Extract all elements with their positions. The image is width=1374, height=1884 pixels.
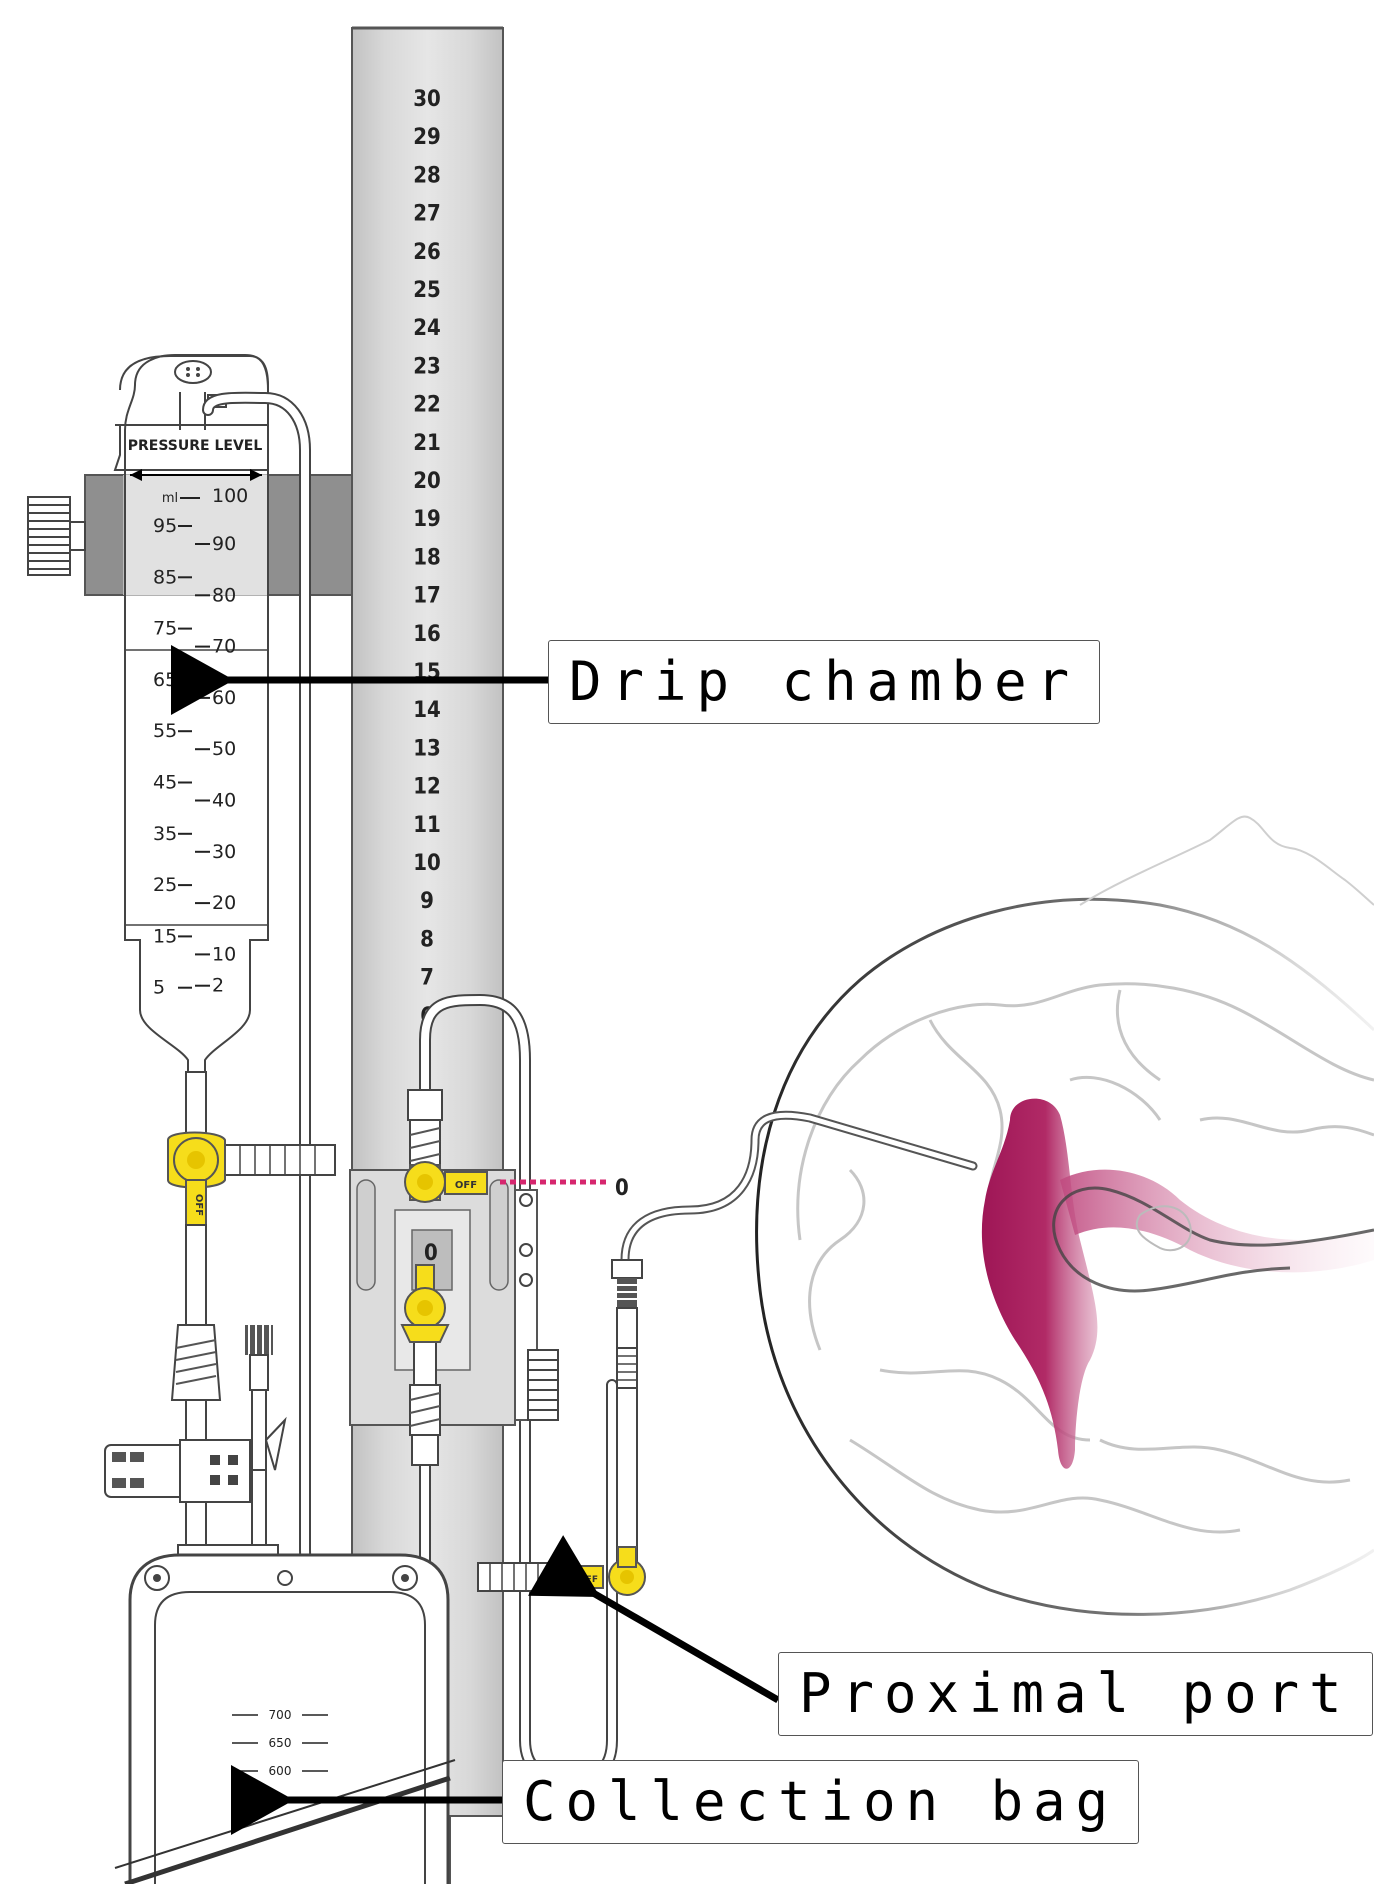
chamber-scale-label-right: 30 bbox=[212, 841, 236, 863]
stopcock-off-label: OFF bbox=[193, 1194, 204, 1216]
chamber-scale-label-left: 75 bbox=[153, 618, 177, 640]
manifold-upper-stopcock[interactable]: OFF bbox=[404, 1161, 488, 1203]
manifold-zero-mark: 0 bbox=[424, 1241, 438, 1266]
patient-head bbox=[755, 815, 1374, 1616]
column-scale-label: 26 bbox=[413, 240, 441, 265]
pressure-level-label: PRESSURE LEVEL bbox=[128, 438, 263, 454]
stopcock-off-label: OFF bbox=[455, 1180, 477, 1191]
chamber-scale-label-right: 10 bbox=[212, 943, 236, 965]
collection-bag-callout: Collection bag bbox=[502, 1760, 1140, 1844]
column-scale-label: 20 bbox=[413, 469, 441, 494]
column-scale-label: 22 bbox=[413, 393, 441, 418]
chamber-scale-label-left: 65 bbox=[153, 669, 177, 691]
chamber-scale-label-right: 50 bbox=[212, 738, 236, 760]
stopcock-off-label: OFF bbox=[578, 1575, 598, 1585]
chamber-scale-label-right: 60 bbox=[212, 687, 236, 709]
zero-reference-label: 0 bbox=[615, 1176, 629, 1201]
column-scale-label: 18 bbox=[413, 545, 441, 570]
column-scale-label: 8 bbox=[420, 927, 434, 952]
chamber-scale-label-right: 100 bbox=[212, 485, 248, 507]
column-scale-label: 13 bbox=[413, 736, 441, 761]
column-scale-label: 9 bbox=[420, 889, 434, 914]
proximal-port-callout: Proximal port bbox=[778, 1652, 1373, 1736]
chamber-scale-label-right: 2 bbox=[212, 975, 224, 997]
column-scale-label: 23 bbox=[413, 354, 441, 379]
column-scale-label: 27 bbox=[413, 202, 441, 227]
chamber-scale-label-left: 45 bbox=[153, 772, 177, 794]
drip-filter bbox=[170, 1324, 222, 1401]
column-scale-label: 7 bbox=[420, 966, 434, 991]
proximal-line bbox=[611, 1259, 643, 1564]
manifold-lower-stopcock[interactable] bbox=[400, 1264, 450, 1343]
chamber-scale-label-right: 40 bbox=[212, 790, 236, 812]
column-scale-label: 17 bbox=[413, 584, 441, 609]
column-scale-label: 19 bbox=[413, 507, 441, 532]
column-scale-label: 25 bbox=[413, 278, 441, 303]
column-scale-label: 29 bbox=[413, 125, 441, 150]
chamber-scale-label-right: 20 bbox=[212, 892, 236, 914]
column-scale-label: 24 bbox=[413, 316, 441, 341]
chamber-scale-label-left: 5 bbox=[153, 977, 165, 999]
bag-scale-label: 600 bbox=[269, 1764, 292, 1778]
chamber-unit-label: ml bbox=[162, 491, 178, 506]
drip-chamber-callout: Drip chamber bbox=[548, 640, 1101, 724]
chamber-scale-label-right: 80 bbox=[212, 584, 236, 606]
manifold-panel: 0 bbox=[349, 1169, 559, 1426]
chamber-scale-label-left: 35 bbox=[153, 823, 177, 845]
column-scale-label: 10 bbox=[413, 851, 441, 876]
column-scale-label: 30 bbox=[413, 87, 441, 112]
drip-stopcock[interactable]: OFF bbox=[167, 1131, 336, 1226]
column-scale-label: 16 bbox=[413, 622, 441, 647]
chamber-scale-label-left: 55 bbox=[153, 720, 177, 742]
column-scale-label: 14 bbox=[413, 698, 441, 723]
chamber-scale-label-right: 90 bbox=[212, 533, 236, 555]
column-scale-label: 28 bbox=[413, 163, 441, 188]
column-scale-label: 21 bbox=[413, 431, 441, 456]
chamber-scale-label-left: 25 bbox=[153, 874, 177, 896]
column-scale-label: 12 bbox=[413, 775, 441, 800]
chamber-scale-label-left: 85 bbox=[153, 566, 177, 588]
bag-scale-label: 700 bbox=[269, 1708, 292, 1722]
column-scale-label: 11 bbox=[413, 813, 441, 838]
bag-scale-label: 650 bbox=[269, 1736, 292, 1750]
chamber-scale-label-left: 15 bbox=[153, 925, 177, 947]
proximal-port-arrow bbox=[528, 1535, 780, 1704]
chamber-scale-label-right: 70 bbox=[212, 636, 236, 658]
chamber-scale-label-left: 95 bbox=[153, 515, 177, 537]
